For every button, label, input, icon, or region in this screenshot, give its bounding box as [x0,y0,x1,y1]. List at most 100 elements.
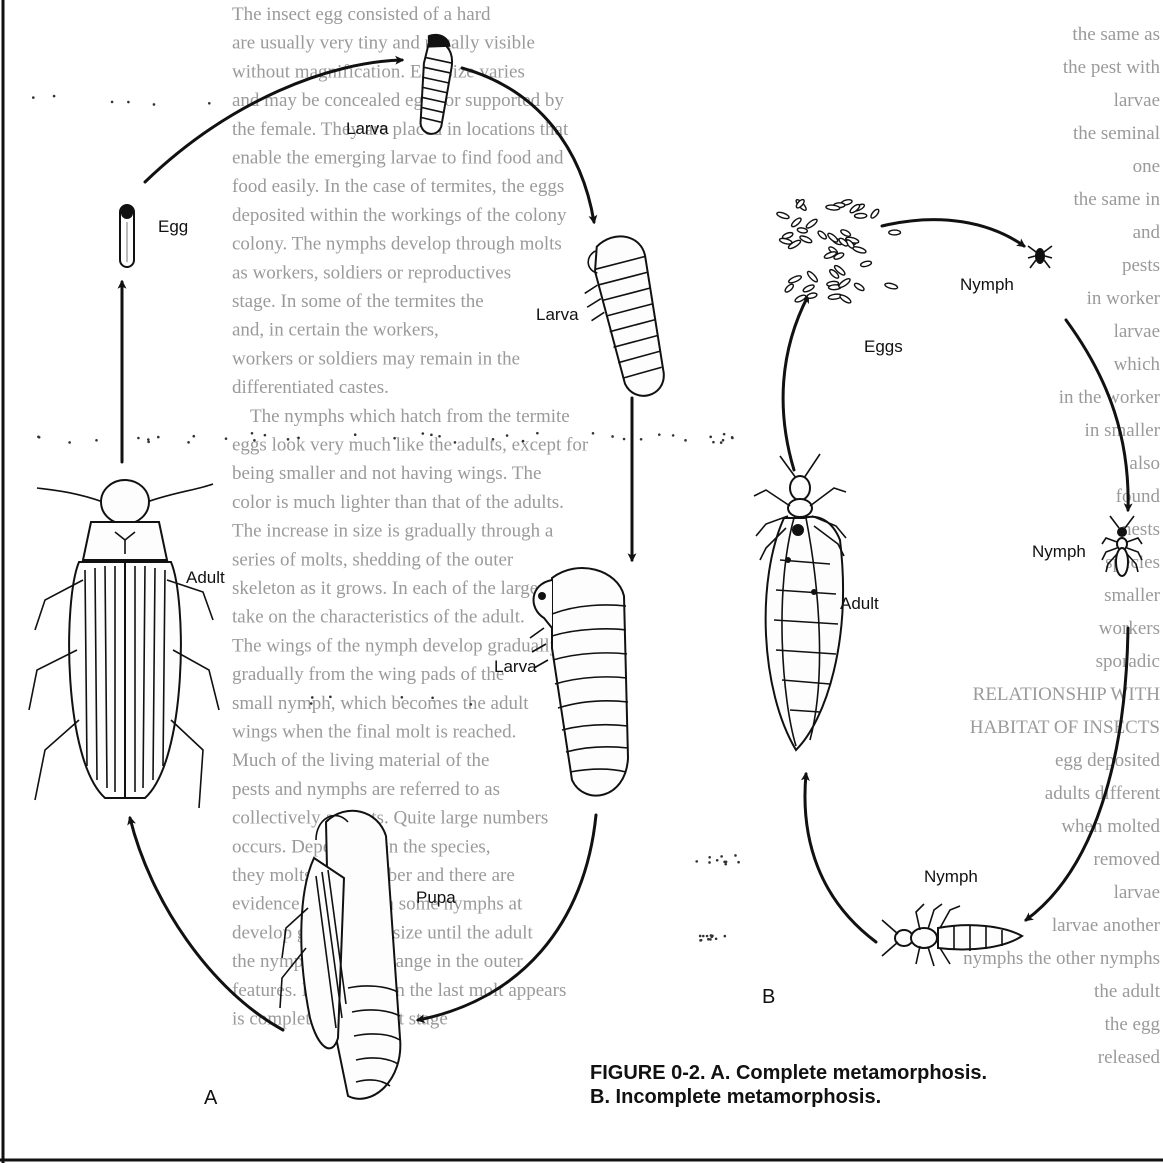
arrow-adult-to-eggs [783,296,808,470]
noise-dot [506,434,509,437]
bleed-through-line: series of molts, shedding of the outer [232,549,514,570]
caption-line-1: FIGURE 0-2. A. Complete metamorphosis. [590,1062,987,1084]
panel-label-a: A [204,1087,218,1109]
bleed-through-line: being smaller and not having wings. The [232,463,541,484]
noise-dot [187,441,190,444]
bleed-through-line: The insect egg consisted of a hard [232,4,491,25]
egg-speck [782,231,794,239]
egg-speck [807,292,818,299]
egg-speck [839,294,852,305]
bleed-through-line: eggs look very much like the adults, exc… [232,435,589,456]
bleed-through-line: are usually very tiny and usually visibl… [232,33,535,54]
bleed-through-line: food easily. In the case of termites, th… [232,176,564,197]
noise-dot [734,854,737,857]
bleed-through-line-right: nests [1122,519,1160,540]
egg-speck [799,235,813,245]
egg-speck [884,282,898,290]
bleed-through-line: take on the characteristics of the adult… [232,607,525,628]
noise-dot [297,437,300,440]
arrow-eggs-to-nymph [882,220,1024,246]
noise-dot [623,438,626,441]
bleed-through-line-right: the same in [1073,189,1160,210]
bleed-through-line: gradually from the wing pads of the [232,664,504,685]
noise-dot [53,95,56,98]
larva-large-illustration [530,568,628,796]
noise-dot [672,434,675,437]
noise-dot [724,935,727,938]
noise-dot [137,437,140,440]
bleed-through-line-right: removed [1094,849,1161,870]
bleed-through-line-right: HABITAT OF INSECTS [970,717,1160,738]
noise-dot [684,439,687,442]
bleed-through-line-right: larvae [1114,882,1160,903]
bleed-through-line-right: larvae [1114,321,1160,342]
bleed-through-line-right: in worker [1087,288,1161,309]
noise-dot [724,863,727,866]
egg-speck [860,260,872,267]
noise-dot [720,855,723,858]
noise-dot [695,860,698,863]
bleed-through-line: small nymph, which becomes the adult [232,693,529,714]
bleed-through-line-right: the adult [1094,981,1161,1002]
bleed-through-line: collectively as pests. Quite large numbe… [232,808,548,829]
nymph-label-2: Nymph [1032,542,1086,561]
bleed-through-line: without magnification. Egg size varies [232,61,525,82]
noise-dot [716,859,719,862]
noise-dot [710,934,713,937]
bleed-through-line: The nymphs which hatch from the termite [250,406,570,427]
bleed-through-line-right: smaller [1104,585,1161,606]
noise-dot [715,937,718,940]
egg-speck [853,282,865,292]
bleed-through-line-right: larvae another [1052,915,1161,936]
noise-dot [393,437,396,440]
egg-speck [776,211,790,220]
noise-dot [68,441,71,444]
noise-dot [329,696,332,699]
noise-dot [470,703,473,706]
noise-dot [702,935,705,938]
bleed-through-line-right: also [1129,453,1160,474]
bleed-through-line: wings when the final molt is reached. [232,722,516,743]
egg-speck [840,228,852,237]
noise-dot [430,434,433,437]
noise-dot [431,696,434,699]
noise-dot [153,103,156,106]
adult-label-a: Adult [186,568,225,587]
noise-dot [38,436,41,439]
noise-dot [192,435,195,438]
noise-dot [311,696,314,699]
bleed-through-line: enable the emerging larvae to find food … [232,148,564,169]
bleed-through-line-right: the egg [1105,1014,1161,1035]
noise-dot [708,861,711,864]
eggs-cluster-illustration [776,198,900,304]
noise-dot [712,441,715,444]
bleed-through-line: differentiated castes. [232,377,389,398]
bleed-through-line-right: released [1098,1047,1161,1068]
bleed-through-line: the female. They are placed in locations… [232,119,569,140]
noise-dot [251,432,254,435]
egg-speck [784,283,795,294]
egg-speck [788,274,802,284]
pupa-label: Pupa [416,888,456,907]
noise-dot [208,102,211,105]
noise-dot [147,441,150,444]
eggs-label: Eggs [864,337,903,356]
bleed-through-line: The wings of the nymph develop gradually [232,635,560,656]
egg-speck [805,218,818,230]
larva-medium-illustration [576,232,669,403]
egg-speck [849,203,861,214]
bleed-through-line: workers or soldiers may remain in the [232,348,520,369]
noise-dot [722,439,725,442]
noise-dot [725,861,728,864]
noise-dot [709,436,712,439]
noise-dot [708,856,711,859]
egg-speck [806,270,819,283]
arrow-nymph-to-adult [805,774,876,942]
noise-dot [592,432,595,435]
noise-dot [536,432,539,435]
bleed-through-line-right: the same as [1072,24,1160,45]
noise-dot [723,433,726,436]
noise-dot [287,438,290,441]
bleed-through-line: deposited within the workings of the col… [232,205,567,226]
